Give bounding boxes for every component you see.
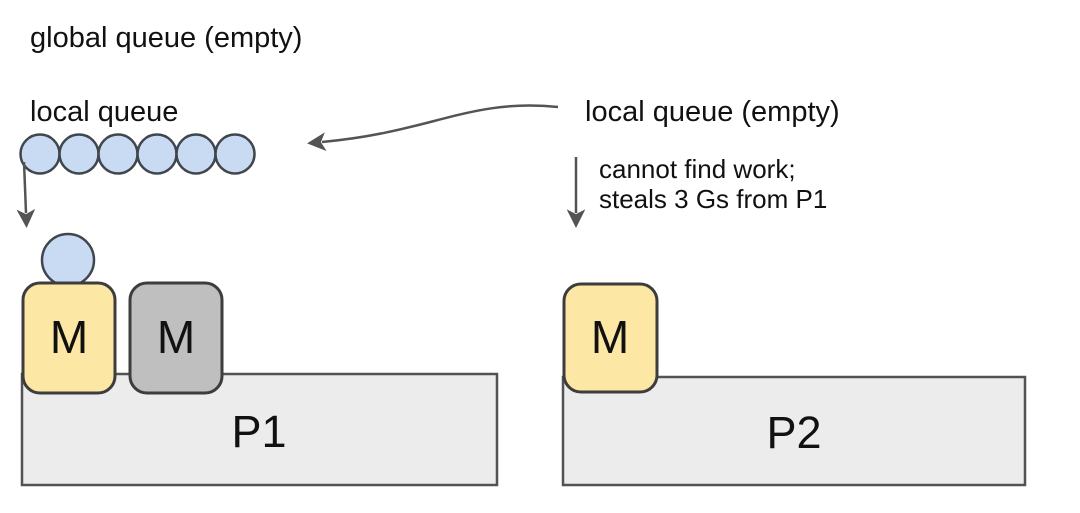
queued-goroutine-circle xyxy=(175,133,217,175)
p2-local-queue-label: local queue (empty) xyxy=(585,96,840,128)
machine-p1-idle-box xyxy=(128,281,224,395)
processor-p1-label: P1 xyxy=(231,406,286,457)
queued-goroutine-circle xyxy=(214,133,256,175)
queue-to-machine-arrow-icon xyxy=(16,161,36,228)
machine-p1-running-label: M xyxy=(50,311,88,363)
processor-p2-box xyxy=(561,375,1027,487)
machine-p2-box xyxy=(562,282,659,394)
p1-local-queue-label: local queue xyxy=(30,96,178,128)
global-queue-label: global queue (empty) xyxy=(30,22,302,54)
steal-source-arrow-icon xyxy=(307,104,559,151)
queued-goroutine-circle xyxy=(136,133,178,175)
queued-goroutine-circle xyxy=(19,133,61,175)
machine-p2-label: M xyxy=(591,311,629,363)
queued-goroutine-circle xyxy=(97,133,139,175)
machine-p1-running-box xyxy=(21,281,117,395)
steal-note-line1: cannot find work; xyxy=(599,154,796,184)
machine-p1-idle-label: M xyxy=(157,311,195,363)
processor-p2-label: P2 xyxy=(766,407,821,458)
p1-local-queue-circles xyxy=(19,133,256,175)
steal-note-line2: steals 3 Gs from P1 xyxy=(599,184,827,214)
queued-goroutine-circle xyxy=(58,133,100,175)
running-goroutine-circle xyxy=(40,232,96,288)
